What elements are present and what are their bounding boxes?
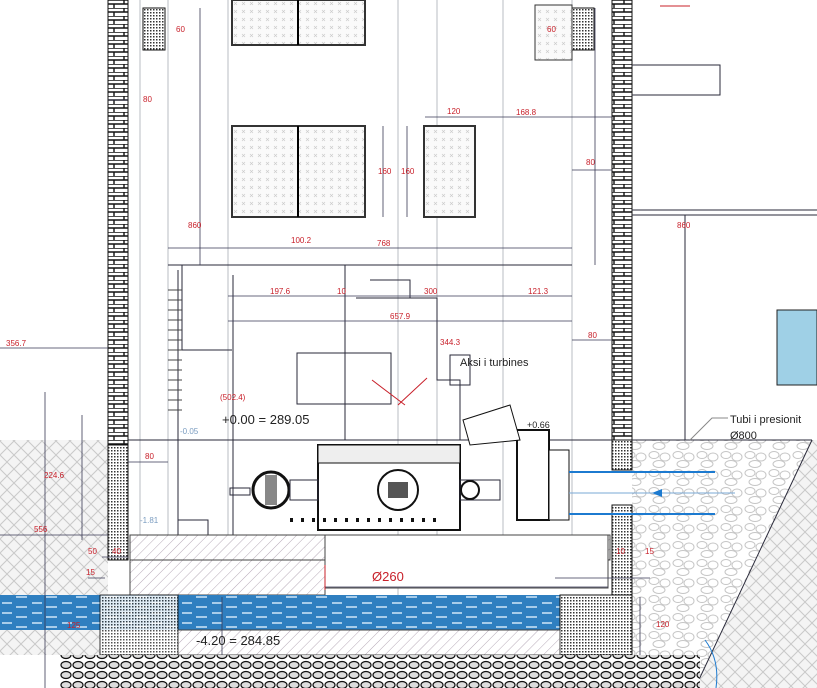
lower-slab [129,559,326,596]
dim-label: 168.8 [516,108,537,117]
dim-label: 60 [547,25,556,34]
windows [231,0,573,218]
dim-label: 125 [67,621,81,630]
right-column-top [571,7,595,51]
window-top-right [534,4,573,61]
dim-label: 160 [378,167,392,176]
dim-label: 197.6 [270,287,291,296]
reference-label: 344.3 [440,338,461,347]
dim-label: 121.3 [528,287,549,296]
dim-label: 15 [86,568,95,577]
right-footing [559,594,633,656]
dim-label: 10 [616,547,625,556]
dim-label: 356.7 [6,339,27,348]
reference-label: (502.4) [220,393,246,402]
left-column-top [142,7,166,51]
base-hatch [177,629,561,656]
left-footing [99,594,179,656]
level-label: +0.66 [527,420,550,430]
dimension-lines [0,5,690,688]
ground-fill-right-slope [695,440,817,688]
water-channel [0,595,560,630]
dim-label: 224.6 [44,471,65,480]
adjacent-building [632,64,817,441]
left-foundation-wall [107,444,129,561]
dim-label: 80 [588,331,597,340]
level-label: -1.81 [140,516,159,525]
penstock-pipe [569,471,735,515]
dim-label: 160 [401,167,415,176]
gravel-bed [60,655,700,688]
dim-label: 556 [34,525,48,534]
window-mid-right [423,125,476,218]
outlet-diameter-label: Ø260 [372,569,404,584]
annotations: Aksi i turbines +0.00 = 289.05 -4.20 = 2… [140,338,801,688]
right-foundation-wall [611,439,633,471]
outlet-channel [324,534,609,589]
right-brick-wall [611,0,633,441]
dimension-labels: 60 60 80 860 860 160 160 120 168.8 80 10… [6,25,691,630]
flow-arrow-icon [652,489,662,497]
turbine-unit [229,404,570,531]
dim-label: 860 [188,221,202,230]
level-bottom-label: -4.20 = 284.85 [196,633,280,648]
dim-label: 40 [112,547,121,556]
dim-label: 50 [88,547,97,556]
dim-label: 10 [337,287,346,296]
dim-label: 80 [145,452,154,461]
penstock-diameter-label: Ø800 [730,430,757,442]
dim-label: 657.9 [390,312,411,321]
turbine-axis-label: Aksi i turbines [460,357,529,369]
dim-label: 120 [447,107,461,116]
dim-label: 80 [586,158,595,167]
interior-outlines [168,264,471,540]
left-brick-wall [107,0,129,446]
dim-label: 300 [424,287,438,296]
dim-label: 860 [677,221,691,230]
level-label: -0.05 [180,427,199,436]
dim-label: 120 [656,620,670,629]
grid-lines [128,0,612,688]
dim-label: 768 [377,239,391,248]
level-zero-label: +0.00 = 289.05 [222,412,309,427]
dim-label: 60 [176,25,185,34]
dim-label: 15 [645,547,654,556]
dim-label: 80 [143,95,152,104]
penstock-label: Tubi i presionit [730,414,801,426]
dim-label: 100.2 [291,236,312,245]
side-window [776,309,817,386]
